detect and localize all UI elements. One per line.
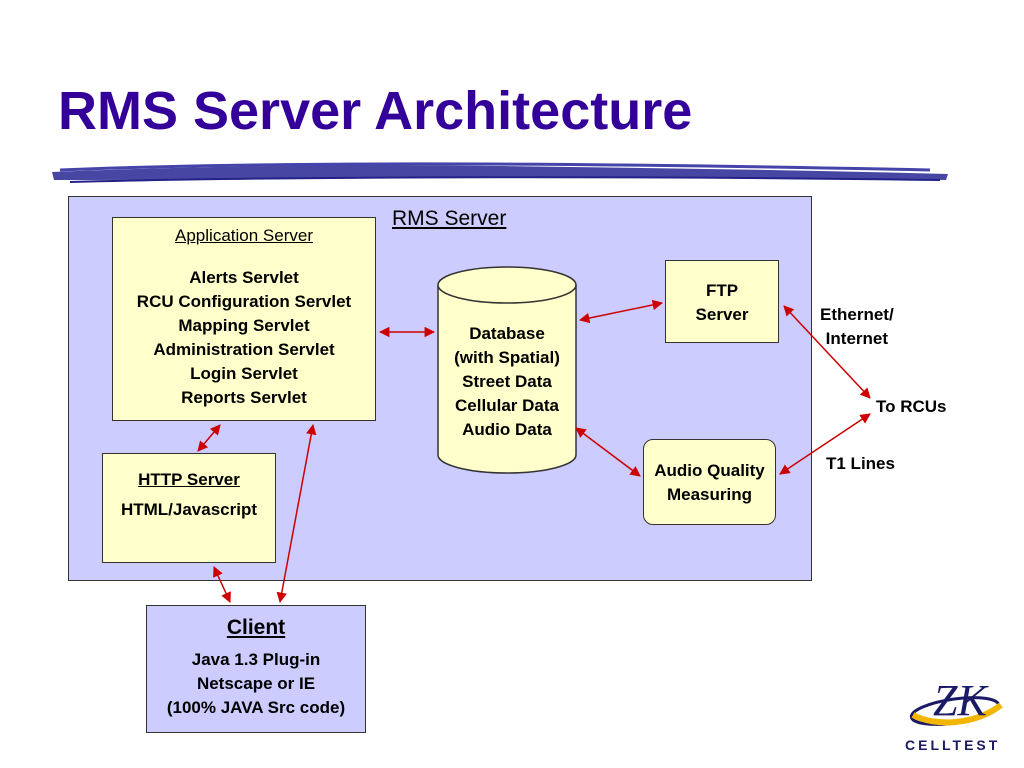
client-box: Client Java 1.3 Plug-in Netscape or IE (…	[146, 605, 366, 733]
celltest-logo-text: CELLTEST	[905, 737, 1001, 753]
ftp-server-box: FTP Server	[665, 260, 779, 343]
app-item-mapping: Mapping Servlet	[178, 316, 310, 335]
ethernet-line: Ethernet/	[820, 305, 894, 324]
page-title: RMS Server Architecture	[58, 81, 693, 141]
audio-quality-line: Audio Quality	[654, 461, 765, 480]
arrow-database-ftp	[578, 299, 664, 324]
audio-quality-line: Measuring	[666, 485, 753, 504]
application-server-heading: Application Server	[175, 226, 313, 245]
database-line: (with Spatial)	[454, 348, 560, 367]
arrow-http-client	[213, 566, 231, 603]
app-item-rcu-config: RCU Configuration Servlet	[136, 292, 352, 311]
http-server-detail: HTML/Javascript	[120, 500, 258, 519]
client-heading: Client	[226, 616, 286, 639]
database-line: Street Data	[462, 372, 552, 391]
title-underline-stroke	[52, 162, 948, 183]
rms-server-label: RMS Server	[392, 207, 507, 230]
database-line: Cellular Data	[455, 396, 559, 415]
client-item: Netscape or IE	[196, 674, 316, 693]
app-item-reports: Reports Servlet	[181, 388, 307, 407]
t1-lines-label: T1 Lines	[826, 454, 895, 473]
ftp-line: Server	[695, 305, 749, 324]
audio-quality-box: Audio Quality Measuring	[643, 439, 776, 525]
client-item: (100% JAVA Src code)	[166, 698, 346, 717]
database-label: Database (with Spatial) Street Data Cell…	[438, 322, 576, 442]
application-server-box: Application Server Alerts Servlet RCU Co…	[112, 217, 376, 421]
app-item-alerts: Alerts Servlet	[189, 268, 299, 287]
arrow-database-audio	[575, 427, 641, 477]
database-line: Database	[469, 324, 545, 343]
arrow-app-http	[197, 424, 221, 452]
database-cylinder	[437, 266, 577, 474]
arrow-ftp-rcus	[783, 305, 871, 399]
celltest-logo-mark: ZK	[909, 676, 1003, 726]
ethernet-line: Internet	[825, 329, 889, 348]
app-item-login: Login Servlet	[190, 364, 298, 383]
ethernet-label: Ethernet/ Internet	[820, 303, 894, 351]
logo-letters: ZK	[933, 676, 989, 725]
app-item-administration: Administration Servlet	[153, 340, 335, 359]
arrow-audio-rcus	[779, 413, 871, 475]
to-rcus-label: To RCUs	[876, 397, 947, 416]
http-server-heading: HTTP Server	[138, 470, 240, 489]
http-server-box: HTTP Server HTML/Javascript	[102, 453, 276, 563]
arrow-app-client	[276, 423, 317, 604]
ftp-line: FTP	[705, 281, 739, 300]
client-item: Java 1.3 Plug-in	[191, 650, 321, 669]
database-line: Audio Data	[462, 420, 552, 439]
